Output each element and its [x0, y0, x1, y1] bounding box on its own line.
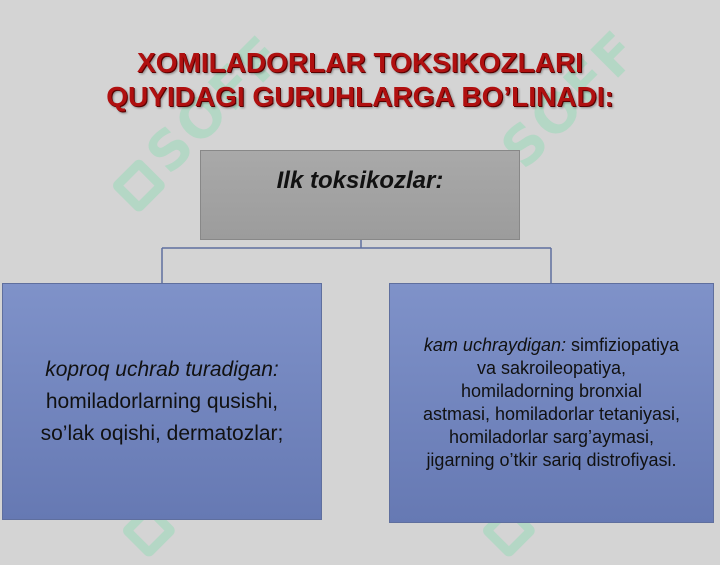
- common-toxicoses-line: so’lak oqishi, dermatozlar;: [40, 421, 284, 445]
- common-toxicoses-intro: koproq uchrab turadigan:: [45, 357, 279, 381]
- slide-title-line: QUYIDAGI GURUHLARGA BO’LINADI:: [106, 81, 614, 112]
- rare-toxicoses-line: simfiziopatiya: [571, 335, 680, 355]
- connector-lines: [161, 240, 552, 283]
- root-node-label: Ilk toksikozlar:: [276, 167, 444, 194]
- rare-toxicoses-line: homiladorlar sarg’aymasi,: [448, 427, 655, 447]
- common-toxicoses-line: homiladorlarning qusishi,: [45, 389, 279, 413]
- rare-toxicoses-line: homiladorning bronxial: [460, 381, 643, 401]
- rare-toxicoses-line: va sakroileopatiya,: [476, 358, 627, 378]
- common-toxicoses-node: koproq uchrab turadigan: homiladorlarnin…: [2, 283, 322, 520]
- root-node: Ilk toksikozlar:: [200, 150, 520, 240]
- slide-title: XOMILADORLAR TOKSIKOZLARI QUYIDAGI GURUH…: [0, 46, 720, 114]
- rare-toxicoses-line: jigarning o’tkir sariq distrofiyasi.: [426, 450, 677, 470]
- slide-title-line: XOMILADORLAR TOKSIKOZLARI: [137, 47, 583, 78]
- common-toxicoses-text: koproq uchrab turadigan: homiladorlarnin…: [37, 354, 288, 450]
- rare-toxicoses-text: kam uchraydigan: simfiziopatiya va sakro…: [419, 334, 684, 472]
- rare-toxicoses-intro: kam uchraydigan:: [423, 335, 566, 355]
- rare-toxicoses-line: astmasi, homiladorlar tetaniyasi,: [422, 404, 681, 424]
- rare-toxicoses-node: kam uchraydigan: simfiziopatiya va sakro…: [389, 283, 714, 523]
- rare-toxicoses-first-line: kam uchraydigan: simfiziopatiya: [423, 334, 680, 357]
